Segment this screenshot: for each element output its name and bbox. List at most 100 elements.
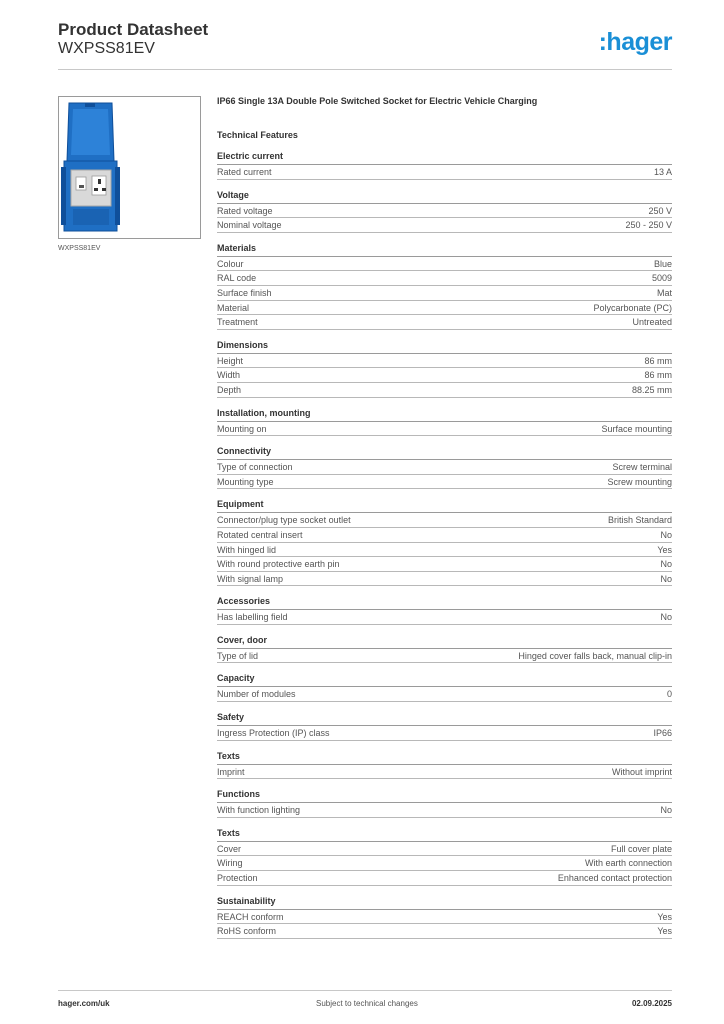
spec-row: Width 86 mm xyxy=(217,368,672,383)
spec-row: With signal lamp No xyxy=(217,572,672,587)
spec-label: Type of connection xyxy=(217,462,293,473)
spec-value: Blue xyxy=(653,258,672,269)
spec-value: 250 V xyxy=(648,205,672,216)
spec-value: 86 mm xyxy=(644,370,672,381)
spec-value: Yes xyxy=(657,911,672,922)
spec-label: Treatment xyxy=(217,317,258,328)
spec-value: Full cover plate xyxy=(610,843,672,854)
spec-value: Polycarbonate (PC) xyxy=(593,302,672,313)
spec-value: Yes xyxy=(657,926,672,937)
spec-label: Rated current xyxy=(217,167,272,177)
spec-label: Surface finish xyxy=(217,287,272,298)
spec-label: Wiring xyxy=(217,858,243,869)
image-caption: WXPSS81EV xyxy=(58,245,101,252)
section-heading: Installation, mounting xyxy=(217,408,672,422)
spec-label: REACH conform xyxy=(217,911,284,922)
spec-value: No xyxy=(660,529,672,540)
section-heading: Sustainability xyxy=(217,896,672,910)
spec-label: Number of modules xyxy=(217,689,296,700)
spec-value: No xyxy=(660,573,672,584)
section-heading: Equipment xyxy=(217,499,672,514)
spec-value: 5009 xyxy=(651,273,672,284)
spec-label: RAL code xyxy=(217,273,257,284)
spec-value: Screw terminal xyxy=(612,462,672,473)
spec-label: With signal lamp xyxy=(217,573,284,584)
footer-website: hager.com/uk xyxy=(58,999,110,1008)
spec-value: Hinged cover falls back, manual clip-in xyxy=(518,650,672,661)
spec-row: RAL code 5009 xyxy=(217,271,672,286)
spec-value: IP66 xyxy=(653,728,672,739)
spec-row: Rotated central insert No xyxy=(217,528,672,543)
spec-label: Material xyxy=(217,302,250,313)
spec-label: Has labelling field xyxy=(217,612,288,623)
document-title: Product Datasheet xyxy=(58,20,209,39)
section-heading: Functions xyxy=(217,789,672,804)
spec-label: Colour xyxy=(217,258,244,269)
section-heading: Electric current xyxy=(217,151,672,165)
spec-value: No xyxy=(660,612,672,623)
spec-row: Height 86 mm xyxy=(217,354,672,369)
socket-illustration xyxy=(61,102,120,232)
spec-value: Mat xyxy=(656,287,672,298)
spec-label: Ingress Protection (IP) class xyxy=(217,728,330,739)
spec-row: Mounting type Screw mounting xyxy=(217,475,672,490)
section-heading: Cover, door xyxy=(217,635,672,649)
spec-label: Protection xyxy=(217,873,258,884)
spec-value: Screw mounting xyxy=(607,476,672,487)
page-header: Product Datasheet WXPSS81EV :hager xyxy=(58,20,673,70)
spec-row: Material Polycarbonate (PC) xyxy=(217,301,672,316)
spec-value: British Standard xyxy=(607,515,672,526)
spec-value: Enhanced contact protection xyxy=(557,873,672,884)
footer-notice: Subject to technical changes xyxy=(316,999,418,1008)
spec-label: With function lighting xyxy=(217,805,301,816)
spec-label: Mounting on xyxy=(217,423,267,434)
section-heading: Accessories xyxy=(217,596,672,611)
spec-label: Height xyxy=(217,355,244,366)
spec-value: Without imprint xyxy=(611,766,672,777)
spec-label: Width xyxy=(217,370,241,381)
product-image xyxy=(58,96,201,239)
spec-label: Rotated central insert xyxy=(217,529,303,540)
spec-label: With hinged lid xyxy=(217,544,277,555)
footer-date: 02.09.2025 xyxy=(631,999,672,1008)
product-code: WXPSS81EV xyxy=(58,40,155,57)
spec-label: Mounting type xyxy=(217,476,274,487)
section-heading: Materials xyxy=(217,243,672,257)
spec-row: Surface finish Mat xyxy=(217,286,672,301)
section-heading: Texts xyxy=(217,751,672,765)
spec-row: REACH conform Yes xyxy=(217,910,672,925)
spec-value: No xyxy=(660,559,672,570)
technical-features-heading: Technical Features xyxy=(217,130,298,140)
spec-value: 86 mm xyxy=(644,355,672,366)
spec-row: Ingress Protection (IP) class IP66 xyxy=(217,726,672,741)
spec-value: 250 - 250 V xyxy=(625,220,672,231)
section-heading: Texts xyxy=(217,828,672,842)
section-heading: Capacity xyxy=(217,673,672,688)
spec-row: Colour Blue xyxy=(217,257,672,272)
spec-value: Untreated xyxy=(632,317,672,328)
spec-row: Type of connection Screw terminal xyxy=(217,460,672,475)
spec-value: 0 xyxy=(666,689,672,700)
spec-row: Treatment Untreated xyxy=(217,315,672,330)
spec-value: 88.25 mm xyxy=(631,384,672,395)
section-heading: Dimensions xyxy=(217,340,672,354)
